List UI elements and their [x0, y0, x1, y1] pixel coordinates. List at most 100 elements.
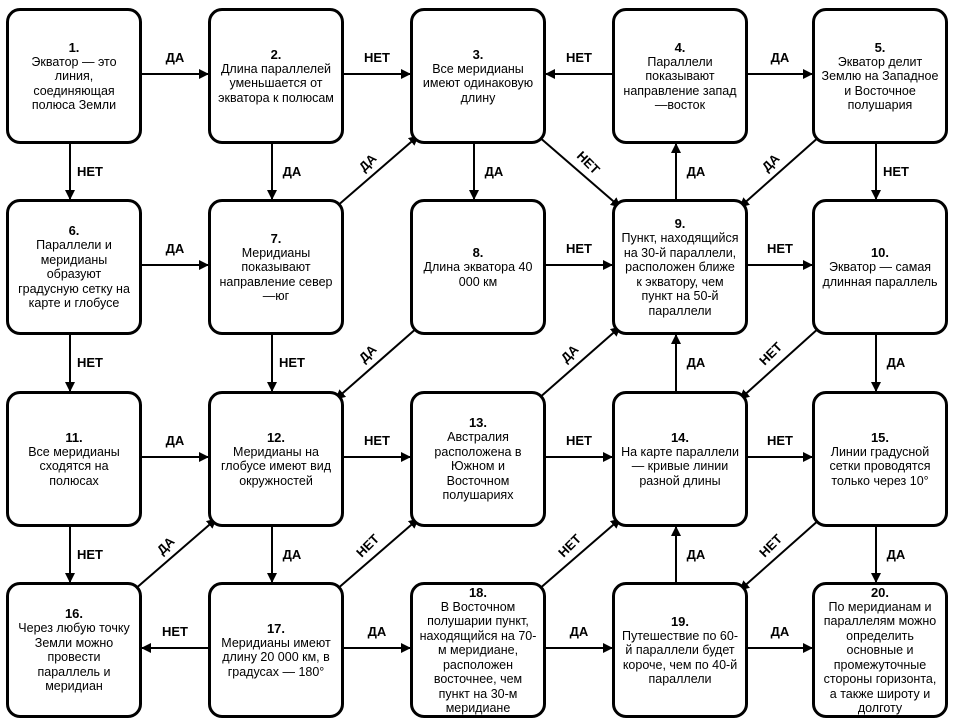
arrow-label: НЕТ	[277, 355, 307, 370]
node-number: 9.	[674, 216, 686, 231]
node-6: 6.Параллели и меридианы образуют градусн…	[6, 199, 142, 335]
arrow-label: ДА	[365, 624, 389, 639]
node-number: 15.	[870, 429, 890, 445]
arrow-label: НЕТ	[75, 546, 105, 562]
node-number: 17.	[266, 620, 286, 636]
node-number: 19.	[670, 613, 690, 629]
arrow-label: ДА	[884, 546, 908, 562]
node-5: 5.Экватор делит Землю на Западное и Вост…	[812, 8, 948, 144]
arrow-label: ДА	[280, 163, 304, 179]
arrow-label: ДА	[163, 241, 187, 256]
node-text: Длина параллелей уменьшается от экватора…	[218, 61, 334, 105]
arrow-18-to-14	[537, 518, 621, 591]
node-number: 10.	[870, 245, 890, 260]
node-text: Все меридианы имеют одинаковую длину	[422, 61, 534, 105]
node-text: Через любую точку Земли можно провести п…	[18, 621, 130, 694]
node-text: Параллели и меридианы образуют градусную…	[18, 238, 130, 311]
arrow-label: НЕТ	[564, 433, 594, 448]
node-18: 18.В Восточном полушарии пункт, находящи…	[410, 582, 546, 718]
arrow-7-to-3	[335, 135, 419, 208]
node-text: Австралия расположена в Южном и Восточно…	[434, 430, 522, 503]
arrow-label: ДА	[768, 624, 792, 639]
node-number: 13.	[468, 415, 488, 431]
arrow-10-to-14	[739, 326, 821, 400]
node-text: Пункт, находящийся на 30-й параллели, ра…	[621, 231, 739, 318]
node-text: Экватор — самая длинная параллель	[822, 260, 938, 289]
arrow-label: ДА	[280, 546, 304, 562]
arrow-label: НЕТ	[362, 433, 392, 448]
arrow-13-to-9	[537, 326, 621, 400]
node-4: 4.Параллели показывают направление запад…	[612, 8, 748, 144]
node-17: 17.Меридианы имеют длину 20 000 км, в гр…	[208, 582, 344, 718]
node-text: Все меридианы сходятся на полюсах	[28, 444, 120, 488]
node-number: 7.	[270, 230, 282, 246]
arrow-label: ДА	[567, 624, 591, 639]
arrow-16-to-12	[133, 518, 217, 591]
node-text: На карте параллели — кривые линии разной…	[621, 444, 739, 488]
arrow-8-to-12	[335, 326, 419, 400]
node-number: 1.	[68, 39, 80, 55]
node-13: 13.Австралия расположена в Южном и Восто…	[410, 391, 546, 527]
node-3: 3.Все меридианы имеют одинаковую длину	[410, 8, 546, 144]
node-2: 2.Длина параллелей уменьшается от эквато…	[208, 8, 344, 144]
node-10: 10.Экватор — самая длинная параллель	[812, 199, 948, 335]
node-text: В Восточном полушарии пункт, находящийся…	[419, 599, 537, 716]
arrow-label: ДА	[482, 163, 506, 179]
node-number: 16.	[64, 606, 84, 622]
node-12: 12.Меридианы на глобусе имеют вид окружн…	[208, 391, 344, 527]
arrow-label: ДА	[884, 355, 908, 370]
node-number: 8.	[472, 245, 484, 260]
node-number: 2.	[270, 46, 282, 62]
node-16: 16.Через любую точку Земли можно провест…	[6, 582, 142, 718]
arrow-label: НЕТ	[362, 50, 392, 65]
arrow-17-to-13	[335, 518, 419, 591]
arrow-label: НЕТ	[75, 163, 105, 179]
arrow-label: НЕТ	[160, 624, 190, 639]
node-number: 20.	[870, 584, 890, 600]
node-19: 19.Путешествие по 60-й параллели будет к…	[612, 582, 748, 718]
node-15: 15.Линии градусной сетки проводятся толь…	[812, 391, 948, 527]
arrow-label: ДА	[163, 50, 187, 65]
arrow-label: ДА	[163, 433, 187, 448]
arrow-label: НЕТ	[564, 241, 594, 256]
node-text: По меридианам и параллелям можно определ…	[823, 599, 937, 716]
node-number: 5.	[874, 39, 886, 55]
arrow-label: НЕТ	[765, 433, 795, 448]
node-text: Линии градусной сетки проводятся только …	[829, 444, 931, 488]
node-text: Путешествие по 60-й параллели будет коро…	[621, 628, 739, 687]
arrow-label: НЕТ	[765, 241, 795, 256]
arrow-3-to-9	[537, 135, 621, 208]
node-14: 14.На карте параллели — кривые линии раз…	[612, 391, 748, 527]
node-text: Параллели показывают направление запад—в…	[623, 54, 737, 113]
node-text: Меридианы показывают направление север—ю…	[219, 245, 333, 304]
node-20: 20.По меридианам и параллелям можно опре…	[812, 582, 948, 718]
arrow-label: НЕТ	[564, 50, 594, 65]
arrow-label: НЕТ	[75, 355, 105, 370]
arrow-15-to-19	[739, 518, 821, 591]
node-number: 3.	[472, 46, 484, 62]
node-number: 4.	[674, 39, 686, 55]
arrow-label: ДА	[684, 163, 708, 179]
node-text: Экватор — это линия, соединяющая полюса …	[31, 54, 117, 113]
arrow-label: ДА	[684, 355, 708, 370]
node-text: Экватор делит Землю на Западное и Восточ…	[821, 54, 939, 113]
node-number: 12.	[266, 429, 286, 445]
node-7: 7.Меридианы показывают направление север…	[208, 199, 344, 335]
node-number: 18.	[468, 584, 488, 600]
node-number: 14.	[670, 429, 690, 445]
node-9: 9.Пункт, находящийся на 30-й параллели, …	[612, 199, 748, 335]
node-text: Меридианы на глобусе имеют вид окружност…	[220, 444, 332, 488]
node-number: 6.	[68, 223, 80, 239]
node-number: 11.	[65, 429, 83, 445]
arrow-5-to-9	[739, 135, 821, 208]
arrow-label: ДА	[768, 50, 792, 65]
node-1: 1.Экватор — это линия, соединяющая полюс…	[6, 8, 142, 144]
node-8: 8.Длина экватора 40 000 км	[410, 199, 546, 335]
arrow-label: НЕТ	[881, 163, 911, 179]
arrow-label: ДА	[684, 546, 708, 562]
node-text: Меридианы имеют длину 20 000 км, в граду…	[221, 635, 331, 679]
node-11: 11.Все меридианы сходятся на полюсах	[6, 391, 142, 527]
node-text: Длина экватора 40 000 км	[423, 260, 533, 289]
